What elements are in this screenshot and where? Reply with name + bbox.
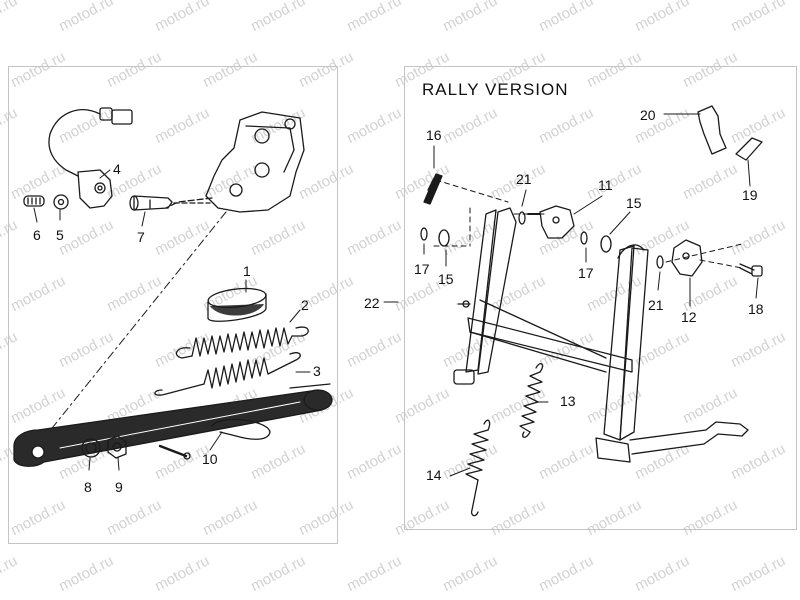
right-leader-lines — [383, 113, 759, 477]
o-rings — [420, 211, 664, 269]
spring-13 — [519, 363, 544, 438]
spring-3 — [154, 352, 301, 396]
callout-15-b: 15 — [438, 271, 454, 287]
pivot-axis-line — [35, 211, 227, 449]
spring-14 — [465, 419, 491, 517]
callout-2: 2 — [301, 297, 309, 313]
callout-10: 10 — [202, 451, 218, 467]
callout-19: 19 — [742, 187, 758, 203]
callout-11: 11 — [598, 177, 613, 193]
callout-1: 1 — [243, 263, 251, 279]
plate-20 — [697, 105, 727, 155]
callout-17-b: 17 — [578, 265, 594, 281]
callout-20: 20 — [640, 107, 656, 123]
washer-8 — [81, 438, 101, 458]
callout-22: 22 — [364, 295, 380, 311]
bracket-11 — [527, 205, 575, 239]
side-stand-leg — [13, 383, 333, 467]
callout-16: 16 — [426, 127, 442, 143]
sidestand-switch — [48, 107, 133, 209]
stopper-16 — [423, 173, 443, 205]
screw-6 — [23, 195, 45, 207]
callout-3: 3 — [313, 363, 321, 379]
callout-7: 7 — [137, 229, 145, 245]
right-panel-frame — [404, 66, 797, 530]
left-panel-frame — [8, 66, 338, 544]
callout-6: 6 — [33, 227, 41, 243]
alignment-lines — [433, 179, 743, 269]
washers-15 — [438, 229, 612, 253]
rally-version-title: RALLY VERSION — [422, 80, 569, 99]
callout-12: 12 — [681, 309, 697, 325]
callout-21-b: 21 — [648, 297, 664, 313]
bracket-12 — [671, 239, 703, 277]
nut-9 — [107, 435, 127, 459]
callout-21-a: 21 — [516, 171, 532, 187]
spring-2 — [175, 326, 309, 359]
pin-7 — [129, 195, 211, 211]
callout-18: 18 — [748, 301, 764, 317]
callout-9: 9 — [115, 479, 123, 495]
callout-14: 14 — [426, 467, 442, 483]
left-leader-lines — [33, 169, 311, 471]
callout-15-a: 15 — [626, 195, 642, 211]
clip-19 — [735, 137, 763, 161]
washer-5 — [53, 194, 69, 210]
bolt-18 — [739, 263, 763, 277]
center-stand — [453, 207, 749, 463]
callout-4: 4 — [113, 161, 121, 177]
callout-8: 8 — [84, 479, 92, 495]
callout-13: 13 — [560, 393, 576, 409]
callout-17-a: 17 — [414, 261, 430, 277]
callout-5: 5 — [56, 227, 64, 243]
frame-mount-bracket — [165, 111, 305, 213]
bushing-1 — [207, 287, 267, 322]
